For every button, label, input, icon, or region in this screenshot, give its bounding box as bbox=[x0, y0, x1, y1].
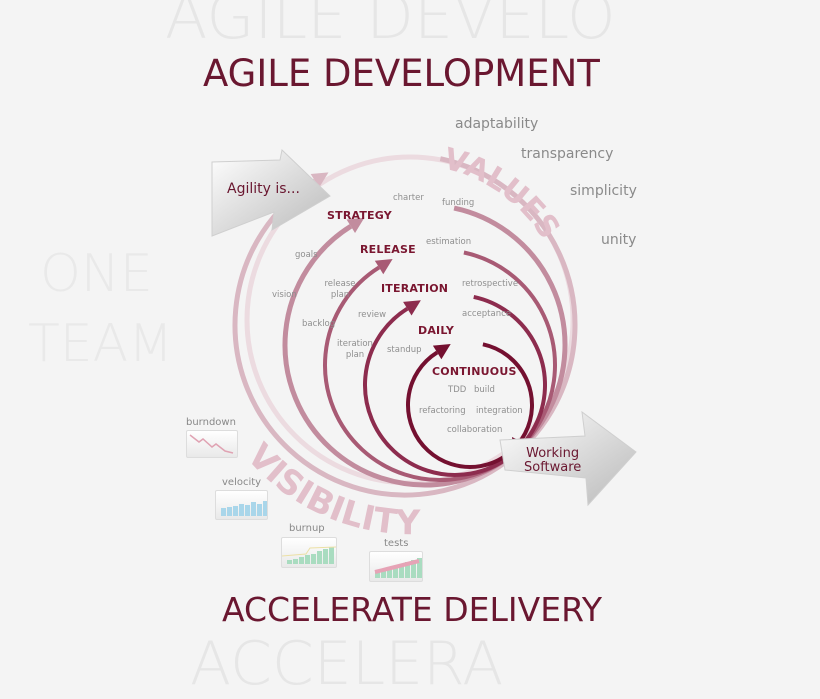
agility-arrow-shape bbox=[211, 149, 331, 237]
mini-bar bbox=[375, 572, 380, 578]
practice-release-plan: release plan bbox=[324, 279, 356, 300]
value-simplicity: simplicity bbox=[570, 183, 637, 199]
working-software-arrow-shape bbox=[499, 410, 637, 507]
practice-tdd: TDD bbox=[448, 385, 467, 395]
value-adaptability: adaptability bbox=[455, 116, 539, 132]
level-iteration: ITERATION bbox=[381, 282, 449, 295]
practice-acceptance: acceptance bbox=[462, 309, 512, 319]
loop-arrowhead-strategy bbox=[310, 172, 329, 188]
agility-arrow-label: Agility is... bbox=[227, 181, 300, 197]
mini-bar bbox=[293, 559, 298, 564]
metric-velocity-label: velocity bbox=[222, 477, 262, 488]
value-unity: unity bbox=[601, 232, 637, 248]
loop-iteration bbox=[323, 250, 557, 482]
level-continuous: CONTINUOUS bbox=[432, 365, 517, 378]
scope-line bbox=[282, 546, 336, 557]
page-subtitle: ACCELERATE DELIVERY bbox=[222, 590, 603, 629]
mini-bar bbox=[417, 558, 422, 578]
loop-arrowhead-release bbox=[346, 217, 365, 234]
working-software-line1: Working bbox=[526, 446, 580, 461]
working-software-line2: Software bbox=[524, 460, 582, 475]
level-release: RELEASE bbox=[360, 243, 416, 256]
loop-arrowhead-iteration bbox=[374, 258, 393, 275]
mini-bar bbox=[405, 562, 410, 578]
watermark-team: TEAM bbox=[28, 314, 174, 374]
practice-collaboration: collaboration bbox=[447, 425, 503, 435]
value-transparency: transparency bbox=[521, 146, 614, 162]
watermark-top: AGILE DEVELO bbox=[165, 0, 616, 53]
agile-spiral-diagram: VALUES VISIBILITY bbox=[211, 142, 637, 543]
loop-continuous bbox=[406, 342, 534, 469]
working-software-label: Working Software bbox=[524, 447, 581, 475]
practice-build: build bbox=[474, 385, 495, 395]
mini-bar bbox=[221, 508, 226, 516]
mini-bar bbox=[245, 505, 250, 516]
tests-chart-icon bbox=[369, 551, 423, 582]
mini-bar bbox=[287, 560, 292, 564]
mini-bar bbox=[233, 506, 238, 516]
mini-bar bbox=[411, 560, 416, 578]
practice-charter: charter bbox=[393, 193, 424, 203]
practice-integration: integration bbox=[476, 406, 523, 416]
practice-goals: goals bbox=[295, 250, 318, 260]
mini-bar bbox=[263, 501, 267, 516]
practice-estimation: estimation bbox=[426, 237, 472, 247]
mini-bar bbox=[299, 557, 304, 564]
velocity-chart-icon bbox=[215, 490, 268, 520]
loop-release bbox=[282, 205, 568, 488]
burndown-chart-icon bbox=[186, 430, 238, 458]
mini-bar bbox=[393, 566, 398, 578]
practice-retrospective: retrospective bbox=[462, 279, 519, 289]
practice-iteration-plan: iteration plan bbox=[337, 339, 373, 360]
loop-daily bbox=[363, 295, 547, 477]
mini-bar bbox=[317, 551, 322, 564]
mini-bar bbox=[305, 555, 310, 564]
watermark-one: ONE bbox=[40, 244, 153, 304]
mini-bar bbox=[381, 570, 386, 578]
practice-vision: vision bbox=[272, 290, 297, 300]
practice-refactoring: refactoring bbox=[419, 406, 466, 416]
page-title: AGILE DEVELOPMENT bbox=[203, 52, 600, 95]
mini-bar bbox=[311, 554, 316, 564]
mini-bar bbox=[239, 504, 244, 516]
mini-bar bbox=[329, 547, 334, 564]
mini-bar bbox=[387, 568, 392, 578]
practice-review: review bbox=[358, 310, 387, 320]
practice-funding: funding bbox=[442, 198, 475, 208]
mini-bar bbox=[251, 502, 256, 516]
loop-arrowhead-daily bbox=[403, 300, 421, 316]
metric-burndown-label: burndown bbox=[186, 417, 236, 428]
mini-bar bbox=[257, 504, 262, 516]
practice-backlog: backlog bbox=[302, 319, 336, 329]
failing-tests-band bbox=[374, 559, 420, 574]
level-strategy: STRATEGY bbox=[327, 209, 392, 222]
metric-tests-label: tests bbox=[384, 538, 409, 549]
level-daily: DAILY bbox=[418, 324, 454, 337]
mini-bar bbox=[399, 564, 404, 578]
loop-arrowhead-continuous bbox=[432, 343, 451, 360]
metric-burnup-label: burnup bbox=[289, 523, 325, 534]
loop-strategy bbox=[232, 156, 578, 498]
mini-bar bbox=[227, 507, 232, 516]
burnup-chart-icon bbox=[281, 537, 337, 568]
practice-standup: standup bbox=[387, 345, 422, 355]
mini-bar bbox=[323, 549, 328, 564]
